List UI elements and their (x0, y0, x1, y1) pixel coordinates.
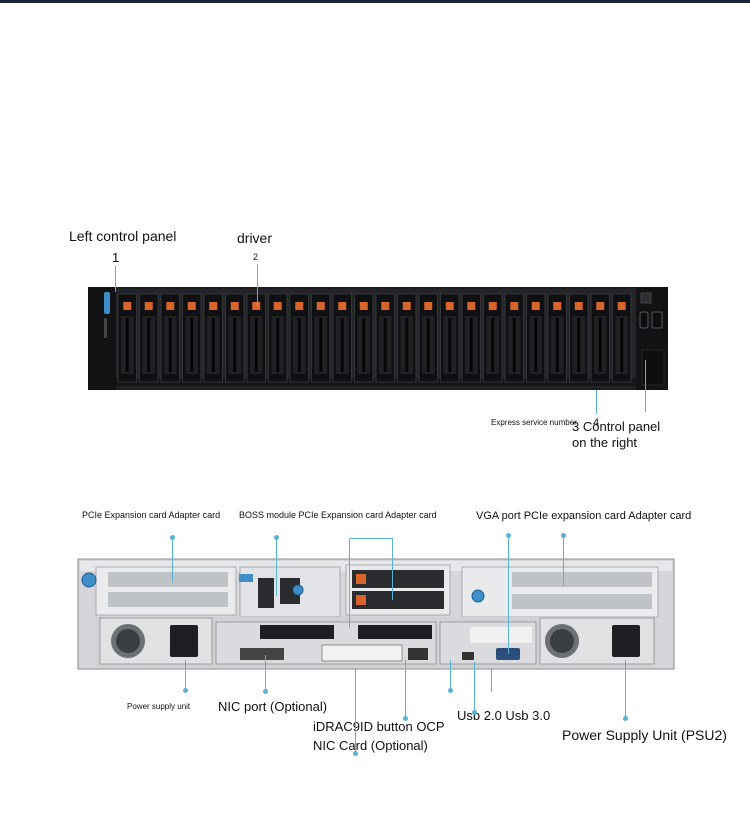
leader-line-1 (115, 266, 116, 292)
drive-bay (590, 293, 610, 383)
leader-line-idrac (405, 660, 406, 718)
leader-line-usb3 (474, 662, 475, 712)
drive-bay (289, 293, 309, 383)
leader-dot-usb2 (448, 688, 453, 693)
drive-bay (547, 293, 567, 383)
leader-dot-pcie-left (170, 535, 175, 540)
drive-bay (332, 293, 352, 383)
drive-bay (225, 293, 245, 383)
right-control-panel-line1: 3 Control panel (572, 419, 661, 434)
leader-dot-ocp (353, 751, 358, 756)
drive-bay (268, 293, 288, 383)
drive-bay (397, 293, 417, 383)
drive-bay (569, 293, 589, 383)
leader-dot-boss (274, 535, 279, 540)
leader-dot-pcie-right (561, 533, 566, 538)
drive-bay (117, 293, 137, 383)
callout-number-4: 4 (593, 417, 600, 429)
callout-number-1: 1 (112, 250, 120, 265)
leader-line-pcie-left (172, 538, 173, 582)
leader-dot-nic (263, 689, 268, 694)
leader-bracket-right (392, 538, 393, 600)
drive-bay (461, 293, 481, 383)
express-service-label: Express service number (491, 418, 577, 427)
leader-dot-vga (506, 533, 511, 538)
leader-dot-psu-left (183, 688, 188, 693)
drive-bay (504, 293, 524, 383)
drive-bay (612, 293, 632, 383)
psu-left-label: Power supply unit (127, 702, 191, 711)
driver-label: driver (237, 230, 273, 246)
rear-chassis (77, 558, 675, 670)
drive-bay (354, 293, 374, 383)
leader-bracket-left (349, 538, 350, 628)
leader-line-psu2 (625, 660, 626, 718)
usb-label: Usb 2.0 Usb 3.0 (457, 708, 551, 723)
vga-pcie-label: VGA port PCIe expansion card Adapter car… (476, 510, 692, 522)
top-border (0, 0, 750, 3)
leader-line-pcie-right (563, 536, 564, 586)
idrac-label-line1: iDRAC9ID button OCP (313, 719, 445, 734)
leader-dot-usb3 (472, 710, 477, 715)
drive-bay (139, 293, 159, 383)
drive-bay (483, 293, 503, 383)
leader-line-ocp (355, 668, 356, 753)
pcie-left-label: PCIe Expansion card Adapter card (82, 510, 221, 520)
leader-line-usb2 (450, 660, 451, 690)
callout-number-2: 2 (253, 252, 259, 262)
leader-line-2 (257, 264, 258, 307)
leader-line-4 (596, 390, 597, 414)
drive-bay (311, 293, 331, 383)
leader-dot-psu2 (623, 716, 628, 721)
drive-bay (418, 293, 438, 383)
leader-bracket-top (349, 538, 393, 539)
left-control-panel-label: Left control panel (69, 228, 177, 244)
leader-dot-idrac (403, 716, 408, 721)
leader-line-3 (645, 360, 646, 412)
psu2-label: Power Supply Unit (PSU2) (562, 727, 727, 743)
drive-bay (246, 293, 266, 383)
drive-bay (160, 293, 180, 383)
leader-line-usb-extra (491, 668, 492, 692)
nic-port-label: NIC port (Optional) (218, 699, 328, 714)
leader-line-nic (265, 655, 266, 691)
drive-bay (440, 293, 460, 383)
drive-bay (526, 293, 546, 383)
boss-pcie-label: BOSS module PCIe Expansion card Adapter … (239, 510, 437, 520)
drive-bay (203, 293, 223, 383)
right-control-panel-line2: on the right (572, 435, 638, 450)
drive-bay (375, 293, 395, 383)
idrac-label-line2: NIC Card (Optional) (313, 738, 428, 753)
drive-bay (182, 293, 202, 383)
leader-line-psu-left (185, 660, 186, 690)
leader-line-boss (276, 538, 277, 596)
drive-bays (117, 293, 632, 383)
leader-line-vga (508, 536, 509, 654)
